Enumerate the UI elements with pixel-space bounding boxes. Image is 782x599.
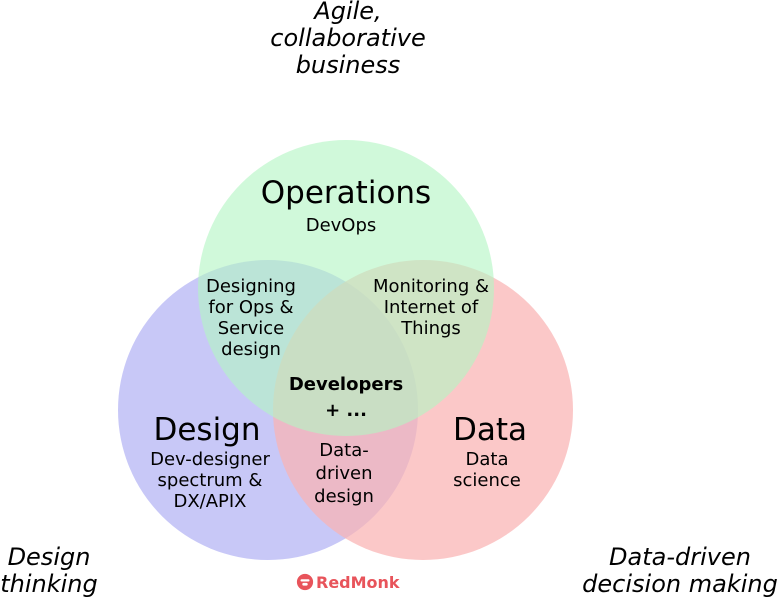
overlap-operations-data-line: Internet of: [384, 297, 479, 318]
overlap-operations-data-line: Things: [400, 318, 461, 339]
outer-label-bottom-right-line: decision making: [582, 570, 778, 598]
operations-circle: [198, 140, 494, 436]
overlap-operations-design-line: Designing: [206, 276, 296, 297]
outer-label-top-line: business: [296, 51, 401, 79]
outer-label-bottom-left-line: thinking: [0, 570, 98, 598]
outer-label-top-line: collaborative: [270, 24, 425, 52]
overlap-operations-design-line: Service: [218, 318, 285, 339]
overlap-design-data-line: driven: [316, 463, 373, 484]
design-subtitle-line: spectrum &: [158, 470, 263, 491]
design-subtitle-line: DX/APIX: [173, 491, 246, 512]
overlap-design-data-line: design: [314, 486, 374, 507]
operations-subtitle: DevOps: [306, 215, 377, 236]
overlap-center-line: Developers: [289, 374, 403, 395]
overlap-operations-design-line: design: [221, 339, 281, 360]
outer-label-top-line: Agile,: [312, 0, 381, 25]
outer-label-bottom-right: Data-driven decision making: [582, 543, 778, 598]
overlap-design-data: Data- driven design: [314, 440, 374, 507]
redmonk-logo: RedMonk: [296, 571, 400, 593]
overlap-operations-design: Designing for Ops & Service design: [206, 276, 296, 360]
data-title: Data: [453, 412, 527, 448]
outer-label-bottom-right-line: Data-driven: [609, 543, 751, 571]
data-subtitle: Data science: [453, 449, 521, 491]
design-subtitle-line: Dev-designer: [150, 449, 270, 470]
outer-label-top: Agile, collaborative business: [270, 0, 425, 79]
data-subtitle-line: Data: [466, 449, 509, 470]
overlap-center-line: + ...: [325, 400, 367, 421]
overlap-center: Developers + ...: [289, 374, 403, 421]
overlap-operations-data: Monitoring & Internet of Things: [373, 276, 489, 339]
data-subtitle-line: science: [453, 470, 521, 491]
overlap-operations-data-line: Monitoring &: [373, 276, 489, 297]
design-subtitle: Dev-designer spectrum & DX/APIX: [150, 449, 270, 512]
overlap-operations-design-line: for Ops &: [208, 297, 293, 318]
operations-title: Operations: [261, 175, 431, 211]
monk-head-icon: [296, 573, 314, 591]
design-title: Design: [153, 412, 260, 448]
outer-label-bottom-left-line: Design: [8, 543, 91, 571]
overlap-design-data-line: Data-: [319, 440, 368, 461]
redmonk-wordmark: RedMonk: [316, 572, 400, 592]
outer-label-bottom-left: Design thinking: [0, 543, 98, 598]
